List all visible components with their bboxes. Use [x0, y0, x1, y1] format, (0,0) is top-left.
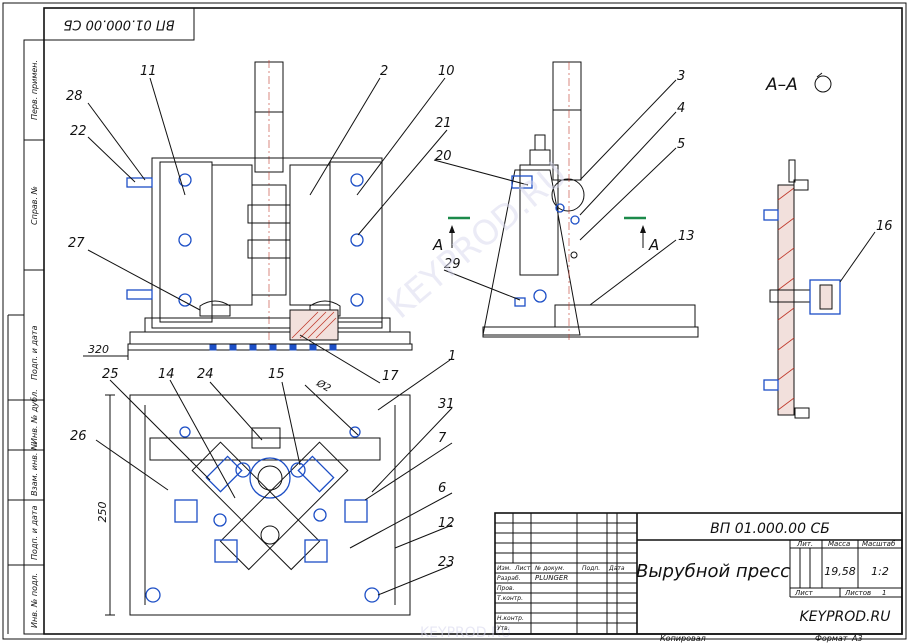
title-block: ВП 01.000.00 СБ Вырубной пресс Лит. Масс…: [494, 512, 903, 635]
top-stamp-text: ВП 01.000.00 СБ: [63, 17, 174, 32]
tb-hdr-doc: № докум.: [534, 565, 565, 572]
dim-width: 320: [88, 343, 109, 356]
tb-role-utv: Утв.: [497, 625, 510, 632]
tb-mass: 19,58: [824, 565, 856, 578]
watermark-mid: KEYPROD.RU: [380, 154, 575, 327]
callout-13: 13: [678, 229, 695, 244]
format-label: Формат: [815, 634, 848, 643]
format-value: А3: [851, 634, 863, 643]
callout-29: 29: [444, 257, 461, 272]
callout-6: 6: [438, 481, 446, 496]
tb-org: KEYPROD.RU: [800, 609, 891, 625]
callout-3: 3: [677, 69, 685, 84]
strip-sprav-no: Справ. №: [30, 186, 39, 225]
tb-hdr-izm: Изм.: [497, 565, 511, 572]
strip-podp-data-1: Подп. и дата: [30, 325, 39, 380]
callout-17: 17: [382, 369, 399, 384]
callout-21: 21: [435, 116, 452, 131]
watermark-bottom: KEYPROD.RU: [420, 625, 511, 641]
tb-scale: 1:2: [871, 565, 889, 578]
callout-23: 23: [438, 555, 455, 570]
tb-role-tkontr: Т.контр.: [497, 595, 523, 602]
strip-podp-data-2: Подп. и дата: [30, 505, 39, 560]
callout-20: 20: [435, 149, 452, 164]
tb-sheets-value: 1: [882, 589, 886, 597]
tb-role-prov: Пров.: [497, 585, 515, 592]
tb-developer: PLUNGER: [535, 574, 568, 582]
callout-4: 4: [677, 101, 685, 116]
tb-hdr-data: Дата: [608, 565, 625, 572]
callout-7: 7: [438, 431, 447, 446]
callout-2: 2: [380, 64, 388, 79]
dim-diameter: Ø2: [314, 377, 333, 395]
tb-role-nkontr: Н.контр.: [497, 615, 524, 622]
tb-role-razrab: Разраб.: [497, 575, 521, 582]
callout-15: 15: [268, 367, 285, 382]
dim-height: 250: [96, 502, 109, 523]
view-mark-right: А: [648, 236, 659, 254]
view-mark-left: А: [432, 236, 443, 254]
tb-col-scale: Масштаб: [862, 540, 896, 548]
left-strip: [23, 39, 45, 635]
callout-16: 16: [876, 219, 893, 234]
front-view: 320: [83, 60, 413, 360]
tb-sheets-label: Листов: [844, 589, 871, 597]
callout-5: 5: [677, 137, 685, 152]
callout-31: 31: [438, 397, 455, 412]
callout-10: 10: [438, 64, 455, 79]
strip-perv-primen: Перв. примен.: [30, 60, 39, 120]
callout-1: 1: [448, 349, 456, 364]
tb-col-mass: Масса: [828, 540, 850, 548]
tb-col-lit: Лит.: [796, 540, 813, 548]
callout-28: 28: [66, 89, 83, 104]
strip-inv-podl: Инв. № подл.: [30, 573, 39, 628]
section-label: А–А: [765, 75, 798, 95]
callout-12: 12: [438, 516, 455, 531]
copied-label: Копировал: [660, 634, 706, 643]
side-view: А А: [432, 61, 699, 340]
callout-11: 11: [140, 64, 157, 79]
callout-27: 27: [68, 236, 85, 251]
top-stamp-box: [43, 7, 195, 41]
callout-22: 22: [70, 124, 87, 139]
callout-14: 14: [158, 367, 175, 382]
tb-designation: ВП 01.000.00 СБ: [710, 521, 830, 537]
callout-24: 24: [197, 367, 214, 382]
tb-hdr-podp: Подп.: [582, 565, 600, 572]
callout-26: 26: [70, 429, 87, 444]
callout-25: 25: [102, 367, 119, 382]
section-view: А–А 16: [763, 72, 893, 419]
tb-hdr-list: Лист: [514, 565, 531, 572]
plan-view: 250 Ø2: [96, 377, 411, 616]
tb-sheet-label: Лист: [794, 589, 814, 597]
tb-name: Вырубной пресс: [636, 561, 790, 582]
strip-inv-dubl: Инв. № дубл.: [30, 389, 39, 444]
strip-vzam-inv: Взам. инв. №: [30, 442, 39, 496]
